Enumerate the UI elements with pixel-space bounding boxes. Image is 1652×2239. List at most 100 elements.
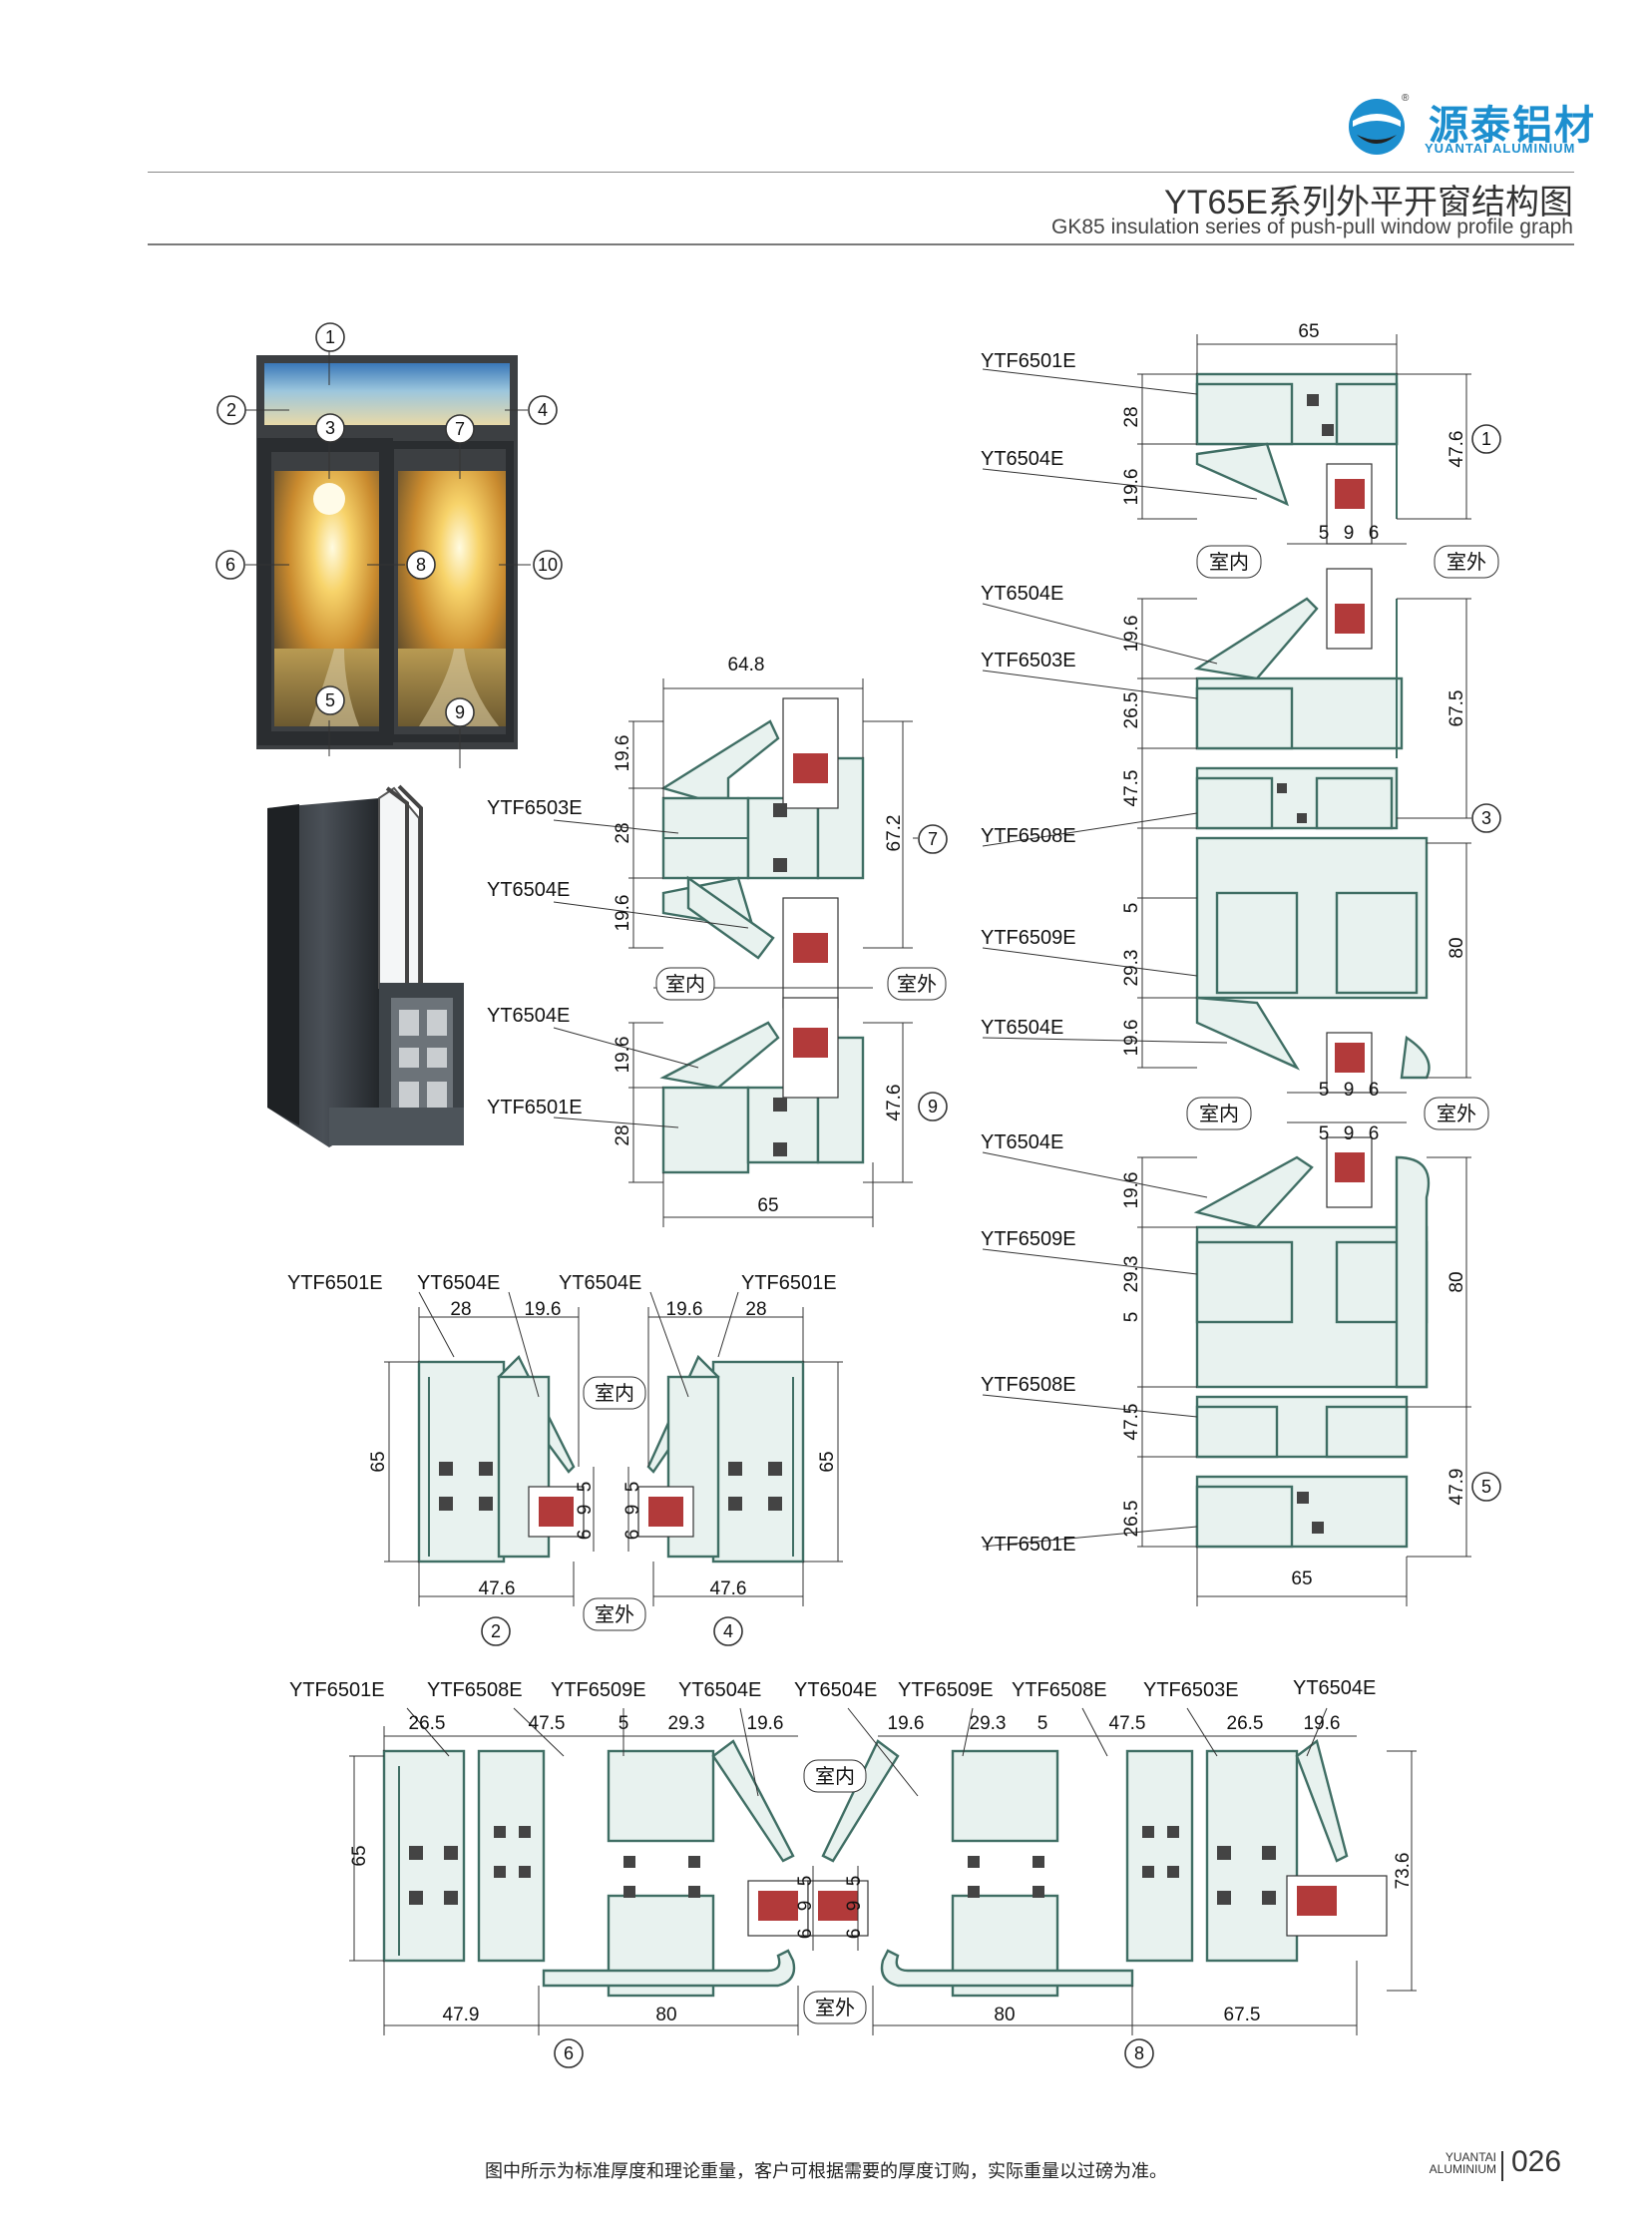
dim-label: 19.6 [613,1037,633,1074]
dim-label: 19.6 [1121,469,1142,506]
dim-label: 19.6 [1121,1020,1142,1057]
indoor-label: 室内 [815,1765,855,1788]
dim-label: 47.5 [1121,1404,1142,1441]
dim-label: 19.6 [888,1713,925,1734]
callout-6: 6 [564,2043,574,2063]
indoor-label: 室内 [595,1382,634,1405]
dim-label: 65 [817,1451,838,1472]
dim-label: 26.5 [1227,1713,1264,1734]
dim-label: 5 [1037,1713,1048,1734]
dim-label: 47.6 [479,1578,516,1599]
label-ytf6508e: YTF6508E [981,1374,1076,1396]
page-number: 026 [1511,2145,1562,2178]
indoor-label: 室内 [665,973,705,996]
outdoor-label: 室外 [815,1997,855,2019]
dim-label: 26.5 [1121,692,1142,729]
section-1-3-5-text: YTF6501E YT6504E YT6504E YTF6503E YTF650… [981,321,1501,1589]
window-callouts: 1 2 3 4 5 6 7 8 9 10 [215,322,563,727]
dim-label: 80 [1446,937,1467,958]
label-yt6504e: YT6504E [1293,1677,1376,1699]
dim-label: 47.6 [710,1578,747,1599]
label-ytf6501e: YTF6501E [741,1272,837,1294]
callout-9: 9 [445,697,475,727]
label-ytf6509e: YTF6509E [898,1679,994,1701]
dim-label: 9 [1344,1080,1355,1101]
label-ytf6509e: YTF6509E [981,1228,1076,1250]
dim-label: 19.6 [747,1713,784,1734]
dim-label: 9 [575,1505,596,1516]
dim-label: 19.6 [1121,1172,1142,1209]
registered-mark: ® [1402,93,1410,104]
callout-4: 4 [723,1621,733,1641]
label-ytf6503e: YTF6503E [1143,1679,1239,1701]
dim-label: 28 [1121,406,1142,427]
label-yt6504e: YT6504E [981,1131,1063,1153]
callout-1: 1 [315,322,345,352]
callout-6: 6 [215,550,245,580]
dim-label: 9 [844,1901,865,1912]
dim-label: 19.6 [666,1299,703,1320]
dim-label: 6 [795,1929,816,1940]
callout-5: 5 [1481,1477,1491,1497]
dim-label: 6 [1369,1080,1380,1101]
footer-brand: YUANTAI ALUMINIUM [1397,2151,1496,2175]
label-yt6504e: YT6504E [981,448,1063,470]
label-yt6504e: YT6504E [678,1679,761,1701]
label-ytf6508e: YTF6508E [981,825,1076,847]
footer-divider [1501,2151,1503,2181]
label-ytf6508e: YTF6508E [1012,1679,1107,1701]
dim-label: 47.9 [443,2005,480,2025]
brand-name-en: YUANTAI ALUMINIUM [1425,141,1576,156]
dim-label: 5 [622,1482,643,1493]
svg-text:1: 1 [325,327,335,347]
dim-label: 5 [575,1482,596,1493]
footer-brand-line2: ALUMINIUM [1429,2162,1496,2176]
dim-label: 29.3 [1121,950,1142,987]
outdoor-label: 室外 [595,1603,634,1626]
dim-label: 19.6 [525,1299,562,1320]
callout-10: 10 [533,550,563,580]
dim-label: 64.8 [728,655,765,675]
dim-label: 29.3 [1121,1256,1142,1293]
callout-5: 5 [315,685,345,715]
dim-label: 29.3 [970,1713,1007,1734]
dim-label: 80 [1446,1271,1467,1292]
dim-label: 26.5 [409,1713,446,1734]
dim-label: 5 [844,1876,865,1887]
svg-text:3: 3 [325,418,335,438]
dim-label: 67.5 [1224,2005,1261,2025]
label-ytf6503e: YTF6503E [487,797,583,819]
label-ytf6501e: YTF6501E [287,1272,383,1294]
dim-label: 5 [1121,903,1142,914]
dim-label: 47.9 [1446,1469,1467,1506]
dim-label: 47.5 [1121,770,1142,807]
dim-label: 9 [1344,523,1355,544]
footer-brand-line1: YUANTAI [1445,2150,1496,2164]
svg-text:10: 10 [538,555,558,575]
dim-label: 9 [795,1901,816,1912]
header-rule-top [148,172,1574,173]
callout-8: 8 [406,550,436,580]
dim-label: 6 [575,1530,596,1541]
dim-label: 5 [795,1876,816,1887]
dim-label: 29.3 [668,1713,705,1734]
footer-note: 图中所示为标准厚度和理论重量，客户可根据需要的厚度订购，实际重量以过磅为准。 [485,2161,1167,2181]
svg-text:6: 6 [225,555,235,575]
label-ytf6508e: YTF6508E [427,1679,523,1701]
dim-label: 19.6 [1304,1713,1341,1734]
label-ytf6501e: YTF6501E [981,350,1076,372]
page-title: YT65E系列外平开窗结构图 [1164,184,1573,222]
brand-name-cn: 源泰铝材 [1429,102,1596,149]
dim-label: 67.2 [884,815,905,852]
label-yt6504e: YT6504E [794,1679,877,1701]
label-yt6504e: YT6504E [487,879,570,901]
svg-text:4: 4 [538,400,548,420]
dim-label: 80 [994,2005,1015,2025]
window-photo [245,349,531,768]
dim-label: 9 [622,1505,643,1516]
logo-mark-icon [1349,99,1405,155]
callout-2: 2 [216,395,246,425]
dim-label: 28 [450,1299,471,1320]
section-7-9 [553,678,918,1227]
